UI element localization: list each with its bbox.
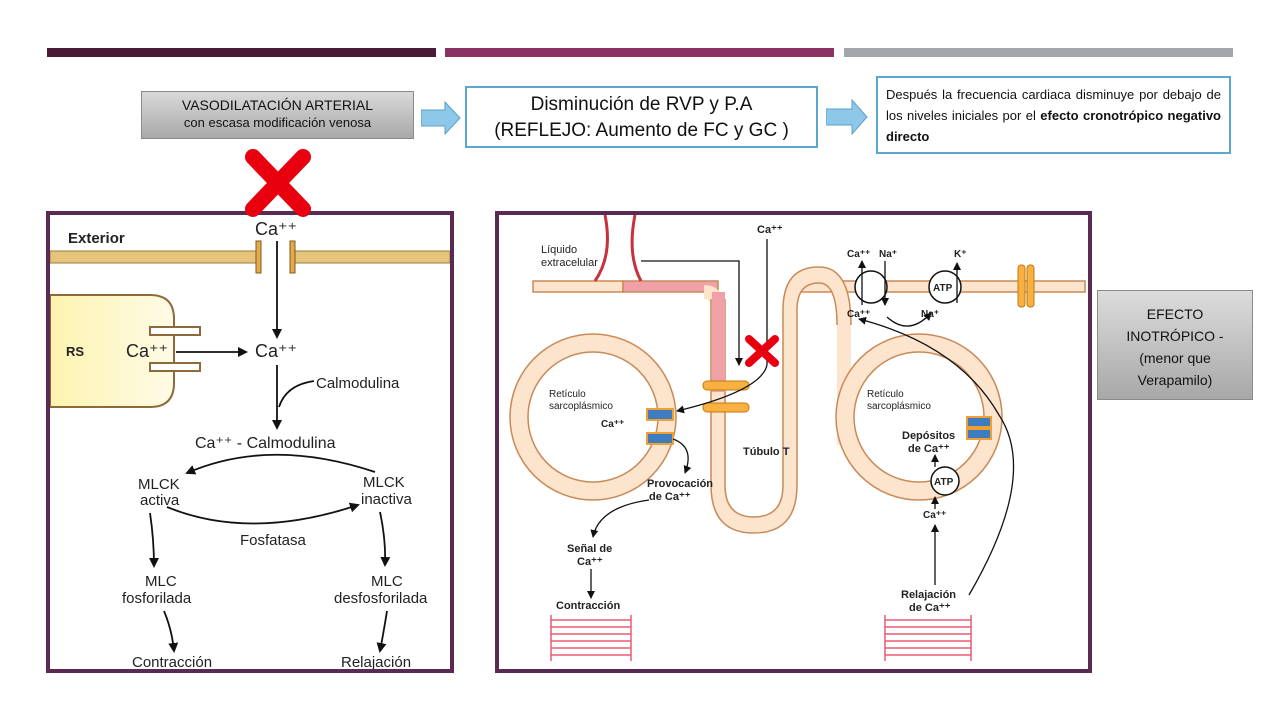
- membrane-channel-right-1: [1017, 264, 1026, 308]
- rs-channel-bottom: [149, 362, 201, 372]
- rs-channel-top: [149, 326, 201, 336]
- sarcomere-left: [550, 615, 632, 661]
- liquido-label-1: Líquido: [541, 244, 577, 256]
- depositos-label-1: Depósitos: [902, 430, 955, 442]
- smooth-muscle-diagram: Exterior Ca⁺⁺ RS Ca⁺⁺ Ca⁺⁺ Calmodulina C…: [46, 211, 454, 673]
- rvp-decrease-subtitle: (REFLEJO: Aumento de FC y GC ): [494, 120, 789, 141]
- liquido-label-2: extracelular: [541, 257, 598, 269]
- k-pump-label: K⁺: [954, 249, 967, 260]
- l-type-channel-bottom: [702, 402, 750, 413]
- ca-top-label: Ca⁺⁺: [255, 219, 297, 239]
- exterior-label: Exterior: [68, 230, 125, 247]
- chronotropic-text: Después la frecuencia cardiaca disminuye…: [886, 87, 1221, 123]
- relajacion-right-label-2: de Ca⁺⁺: [909, 602, 951, 614]
- atp-top-label: ATP: [933, 283, 953, 294]
- flow-arrow-1: [421, 101, 461, 135]
- ca-right-label: Ca⁺⁺: [923, 510, 946, 521]
- fosfatasa-label: Fosfatasa: [240, 532, 307, 549]
- mlc-desfosforilada-label-1: MLC: [371, 573, 403, 590]
- provocacion-label-2: de Ca⁺⁺: [649, 491, 691, 503]
- senal-label-1: Señal de: [567, 543, 612, 555]
- inotropic-line-3: (menor que: [1139, 350, 1211, 366]
- ca-top-right-label: Ca⁺⁺: [757, 224, 783, 236]
- sarcolemma-left: [532, 280, 624, 293]
- ca-left-label: Ca⁺⁺: [601, 419, 624, 430]
- arrow-to-contraccion: [163, 610, 179, 653]
- rvp-decrease-title: Disminución de RVP y P.A: [530, 94, 753, 115]
- inotropic-line-4: Verapamilo): [1137, 372, 1213, 388]
- inotropic-line-1: EFECTO: [1146, 306, 1204, 322]
- atp-right-label: ATP: [934, 477, 954, 488]
- arrow-to-relajacion: [376, 610, 388, 653]
- na-ca-exchanger: [854, 270, 888, 304]
- mlck-inactiva-label-1: MLCK: [363, 474, 405, 491]
- reticulo-right-label-2: sarcoplásmico: [867, 401, 931, 412]
- chronotropic-emphasis: efecto cronotrópico negativo directo: [886, 108, 1222, 144]
- arrow-inactiva-to-mlc: [379, 511, 391, 567]
- blocked-l-type-cross: [745, 335, 779, 367]
- rs-label: RS: [66, 344, 84, 359]
- na-pump-label: Na⁺: [879, 249, 897, 260]
- header-bar-1: [47, 48, 436, 57]
- tubulo-label: Túbulo T: [743, 446, 790, 458]
- membrane-channel-right-2: [1026, 264, 1035, 308]
- sarcomere-right: [884, 615, 972, 661]
- arrow-calmodulina-join: [278, 380, 315, 408]
- calcium-channel-right: [289, 240, 296, 274]
- cardiac-muscle-diagram: ATP Ca⁺⁺ Na⁺ K⁺ Ca⁺⁺ Na⁺ Líquido extrace…: [495, 211, 1092, 673]
- inotropic-line-2: INOTRÓPICO -: [1126, 328, 1224, 344]
- sarcoplasmic-reticulum-right: [836, 334, 1002, 500]
- mlck-inactiva-label-2: inactiva: [361, 491, 413, 508]
- rvp-decrease-box: Disminución de RVP y P.A (REFLEJO: Aumen…: [465, 86, 818, 148]
- serca-atpase: [930, 466, 960, 496]
- ca-calmodulina-label: Ca⁺⁺ - Calmodulina: [195, 435, 336, 452]
- depositos-label-2: de Ca⁺⁺: [908, 443, 950, 455]
- blocked-channel-cross: [245, 149, 311, 217]
- flow-arrow-2: [826, 99, 868, 135]
- senal-label-2: Ca⁺⁺: [577, 556, 603, 568]
- mlck-activa-label-1: MLCK: [138, 476, 180, 493]
- cell-membrane-right: [292, 250, 450, 264]
- na-k-atpase: [928, 270, 962, 304]
- membrane-inlet: [593, 215, 643, 282]
- chronotropic-box: Después la frecuencia cardiaca disminuye…: [876, 76, 1231, 154]
- provocacion-label-1: Provocación: [647, 478, 713, 490]
- ca-mid-label: Ca⁺⁺: [255, 341, 297, 361]
- ca-below-label: Ca⁺⁺: [847, 309, 870, 320]
- calmodulina-label: Calmodulina: [316, 375, 400, 392]
- t-tubule-pink-section: [712, 292, 725, 392]
- sarcolemma-pink: [622, 280, 719, 293]
- relajacion-label: Relajación: [341, 654, 411, 669]
- vasodilatation-subtitle: con escasa modificación venosa: [183, 115, 372, 130]
- relajacion-right-label-1: Relajación: [901, 589, 956, 601]
- ca-pump-label: Ca⁺⁺: [847, 249, 870, 260]
- ca-rs-label: Ca⁺⁺: [126, 341, 168, 361]
- cell-membrane-left: [50, 250, 258, 264]
- mlc-fosforilada-label-2: fosforilada: [122, 590, 192, 607]
- reticulo-right-label-1: Retículo: [867, 389, 904, 400]
- contraccion-right-label: Contracción: [556, 600, 620, 612]
- ryr-channel-1: [646, 408, 674, 421]
- serca-store-1: [966, 416, 992, 428]
- ryr-channel-2: [646, 432, 674, 445]
- vasodilatation-box: VASODILATACIÓN ARTERIAL con escasa modif…: [141, 91, 414, 139]
- serca-store-2: [966, 428, 992, 440]
- arrow-inactiva-to-activa: [185, 453, 376, 475]
- sarcoplasmic-reticulum-left: [510, 334, 676, 500]
- contraccion-label: Contracción: [132, 654, 212, 669]
- calcium-channel-left: [255, 240, 262, 274]
- reticulo-left-label-1: Retículo: [549, 389, 586, 400]
- inotropic-effect-box: EFECTO INOTRÓPICO - (menor que Verapamil…: [1097, 290, 1253, 400]
- mlc-fosforilada-label-1: MLC: [145, 573, 177, 590]
- header-bar-2: [445, 48, 834, 57]
- arrow-activa-to-inactiva: [166, 502, 360, 525]
- mlc-desfosforilada-label-2: desfosforilada: [334, 590, 428, 607]
- arrow-activa-to-mlc: [148, 512, 159, 568]
- mlck-activa-label-2: activa: [140, 492, 180, 509]
- reticulo-left-label-2: sarcoplásmico: [549, 401, 613, 412]
- header-bar-3: [844, 48, 1233, 57]
- vasodilatation-title: VASODILATACIÓN ARTERIAL: [181, 97, 374, 113]
- sarcoplasmic-reticulum: [50, 294, 175, 408]
